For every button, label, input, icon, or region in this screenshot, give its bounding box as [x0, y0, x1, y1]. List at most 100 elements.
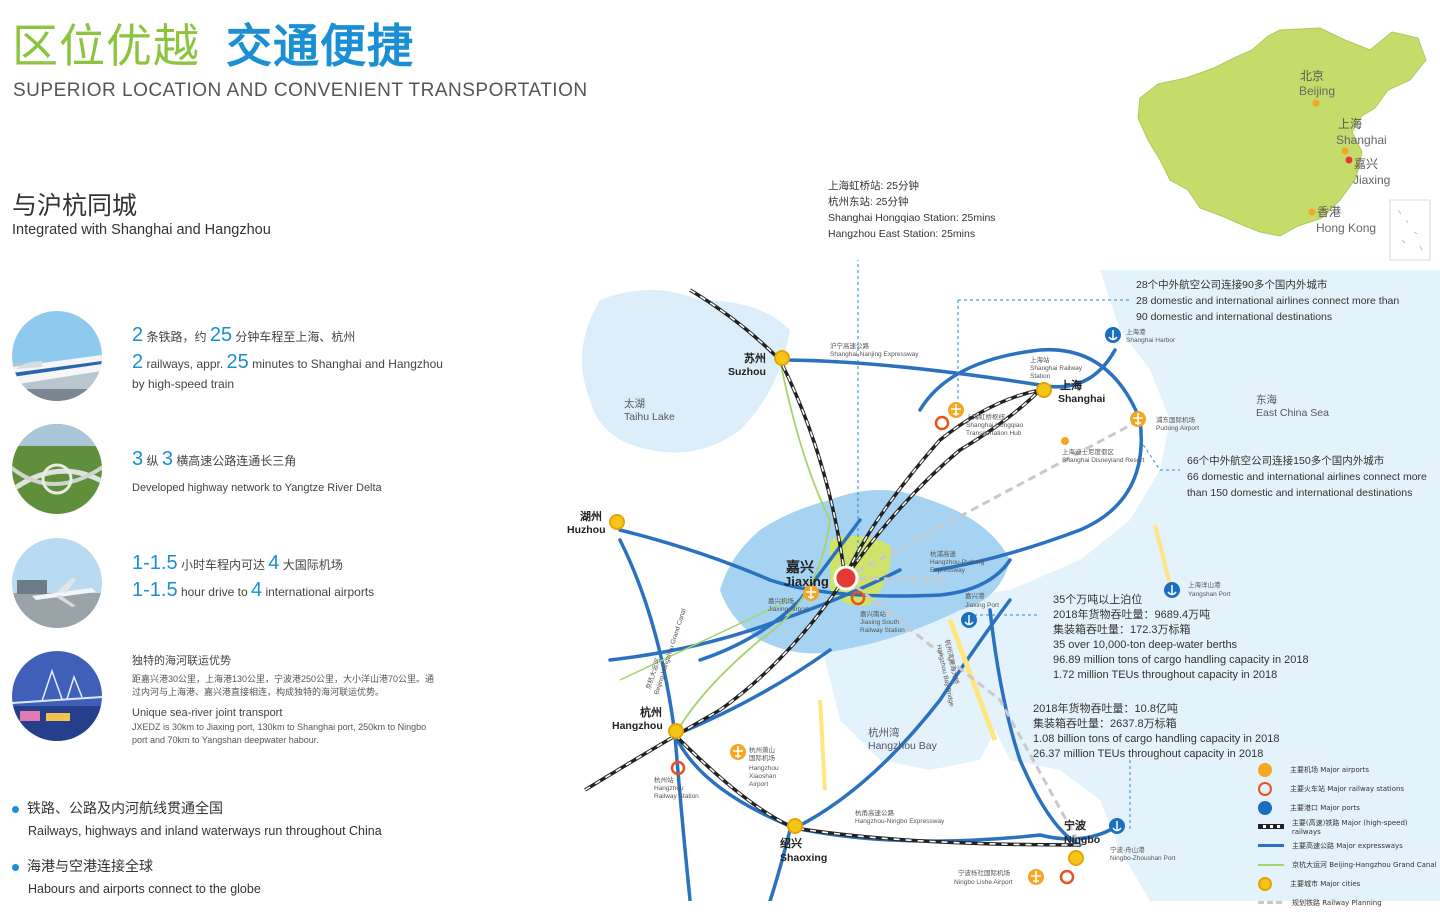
label-hwy-hp-en2: Expressway	[930, 567, 966, 574]
label-jxsouth-cn: 嘉兴南站	[860, 609, 887, 618]
label-hzstation-en2: Railway Station	[654, 793, 699, 800]
label-hzstation-en1: Hangzhou	[654, 785, 684, 792]
legend-station: 主要火车站 Major railway stations	[1258, 779, 1438, 798]
inset-jiaxing-en: Jiaxing	[1353, 173, 1390, 187]
bullet-ports: 海港与空港连接全球 Habours and airports connect t…	[12, 856, 261, 896]
callout-jiaxing-port: 35个万吨以上泊位 2018年货物吞吐量：9689.4万吨 集装箱吞吐量：172…	[1053, 594, 1309, 681]
inset-hongkong-cn: 香港	[1317, 205, 1341, 219]
label-hqhub-cn: 上海虹桥枢纽	[966, 412, 1006, 421]
donghai-bridge	[1153, 524, 1172, 586]
label-pudong-en: Pudong Airport	[1156, 425, 1199, 432]
label-jiaxing-en: Jiaxing	[784, 574, 829, 589]
jiaxing-south-station-icon	[850, 590, 866, 606]
ningbo-station-icon	[1059, 869, 1075, 885]
shanghai-city-marker	[1036, 382, 1052, 398]
yangshan-port-icon	[1164, 582, 1180, 598]
label-eastsea-cn: 东海	[1256, 393, 1278, 406]
label-jxsouth-en2: Railway Station	[860, 627, 905, 634]
bullet-dot-icon	[12, 805, 19, 813]
label-shanghai-en: Shanghai	[1058, 393, 1105, 405]
inset-beijing-en: Beijing	[1299, 84, 1335, 98]
section-subtitle: Integrated with Shanghai and Hangzhou	[12, 222, 271, 238]
label-yangshan-en: Yangshan Port	[1188, 591, 1231, 598]
label-ningbo-en: Ningbo	[1064, 834, 1100, 846]
east-china-sea	[940, 270, 1440, 901]
inset-jiaxing-cn: 嘉兴	[1354, 157, 1378, 171]
disney-marker	[1061, 437, 1069, 445]
page-subtitle: SUPERIOR LOCATION AND CONVENIENT TRANSPO…	[13, 80, 588, 101]
label-hzairport-en2: Xiaoshan	[749, 773, 776, 780]
map-legend: 主要机场 Major airports 主要火车站 Major railway …	[1258, 760, 1438, 912]
label-suzhou-cn: 苏州	[744, 351, 766, 365]
legend-planned: 规划铁路 Railway Planning	[1258, 893, 1438, 912]
callout-leaders	[857, 260, 1180, 830]
label-hzairport-en3: Airport	[749, 781, 768, 788]
hongqiao-airport-icon	[948, 402, 964, 418]
label-hangzhou-cn: 杭州	[640, 705, 662, 719]
canal-branch	[619, 599, 791, 681]
airport-icon	[1258, 762, 1272, 777]
hangzhou-marker	[668, 723, 684, 739]
section-title: 与沪杭同城	[12, 191, 138, 220]
label-suzhou-en: Suzhou	[728, 366, 766, 378]
ningbo-port-icon	[1109, 818, 1125, 834]
page-title: 区位优越交通便捷	[12, 18, 414, 74]
inset-hongkong-en: Hong Kong	[1316, 221, 1376, 235]
feature-rail: 2 条铁路，约 25 分钟车程至上海、杭州 2 railways, appr. …	[132, 324, 443, 391]
xiaoshan-airport-icon	[730, 744, 746, 760]
rail-line-icon	[1258, 824, 1284, 829]
legend-canal: 京杭大运河 Beijing-Hangzhou Grand Canal	[1258, 855, 1438, 874]
label-disney-en: Shanghai Disneyland Resort	[1062, 457, 1145, 464]
label-hzbay-cn: 杭州湾	[868, 726, 900, 739]
huzhou-marker	[609, 514, 625, 530]
feature-airport: 1-1.5 小时车程内可达 4 大国际机场 1-1.5 hour drive t…	[132, 552, 375, 601]
legend-rail: 主要(高速)铁路 Major (high-speed) railways	[1258, 817, 1438, 836]
label-nbairport-en: Ningbo Lishe Airport	[954, 879, 1013, 886]
taihu-lake	[582, 290, 790, 453]
city-dot-icon	[1258, 876, 1272, 891]
label-nbairport-cn: 宁波栎社国际机场	[958, 868, 1011, 877]
legend-expressway: 主要高速公路 Major expressways	[1258, 836, 1438, 855]
label-nbport-en: Ningbo-Zhoushan Port	[1110, 855, 1176, 862]
canal-line-icon	[1258, 863, 1284, 866]
station-icon	[1258, 781, 1272, 796]
label-hwy-hn-en: Hangzhou-Ningbo Expressway	[855, 818, 945, 825]
label-hwy-hp-en1: Hangzhou-Pudong	[930, 559, 985, 566]
label-hzairport-cn2: 国际机场	[749, 753, 776, 762]
label-hzairport-en1: Hangzhou	[749, 765, 779, 772]
callout-rail: 上海虹桥站: 25分钟 杭州东站: 25分钟 Shanghai Hongqiao…	[828, 180, 996, 240]
feature-port: 独特的海河联运优势 距嘉兴港30公里，上海港130公里，宁波港250公里，大小洋…	[132, 655, 435, 746]
label-hwy-hp-cn: 杭浦高速	[930, 549, 957, 558]
planned-line-icon	[1258, 901, 1284, 904]
bullet-railways: 铁路、公路及内河航线贯通全国 Railways, highways and in…	[12, 798, 382, 838]
train-photo	[12, 311, 102, 401]
label-nbport-cn: 宁波-舟山港	[1110, 845, 1145, 854]
label-hwy-sn-en: Shanghai-Nanjing Expressway	[830, 351, 919, 358]
label-jiaxing-cn: 嘉兴	[785, 559, 814, 575]
label-taihu-en: Taihu Lake	[624, 411, 675, 423]
inset-shanghai-en: Shanghai	[1336, 133, 1387, 147]
label-hzstation-cn: 杭州站	[654, 775, 674, 784]
inset-beijing-cn: 北京	[1300, 69, 1324, 83]
suzhou-marker	[774, 350, 790, 366]
airport-photo	[12, 538, 102, 628]
label-shstation-cn: 上海站	[1030, 355, 1050, 364]
label-taihu-cn: 太湖	[624, 397, 645, 410]
label-pudong-cn: 浦东国际机场	[1156, 415, 1196, 424]
label-hangzhou-en: Hangzhou	[612, 720, 663, 732]
legend-port: 主要港口 Major ports	[1258, 798, 1438, 817]
regional-transport-map: 苏州 Suzhou 上海 Shanghai 嘉兴 Jiaxing 湖州 Huzh…	[567, 260, 1440, 901]
jiaxing-city-marker	[833, 565, 859, 591]
label-ningbo-cn: 宁波	[1064, 818, 1087, 832]
hongqiao-station-icon	[934, 415, 950, 431]
label-eastsea-en: East China Sea	[1256, 407, 1329, 419]
ningbo-marker	[1068, 850, 1084, 866]
label-huzhou-cn: 湖州	[580, 509, 602, 523]
label-shharbor-en: Shanghai Harbor	[1126, 337, 1176, 344]
label-hqhub-en2: Transportation Hub	[966, 430, 1022, 437]
label-hwy-sn-cn: 沪宁高速公路	[830, 341, 870, 350]
label-jxport-cn: 嘉兴港	[965, 591, 985, 600]
jiaxing-marker	[1345, 156, 1353, 164]
port-icon	[1258, 800, 1272, 815]
label-jxsouth-en1: Jiaxing South	[860, 619, 899, 626]
